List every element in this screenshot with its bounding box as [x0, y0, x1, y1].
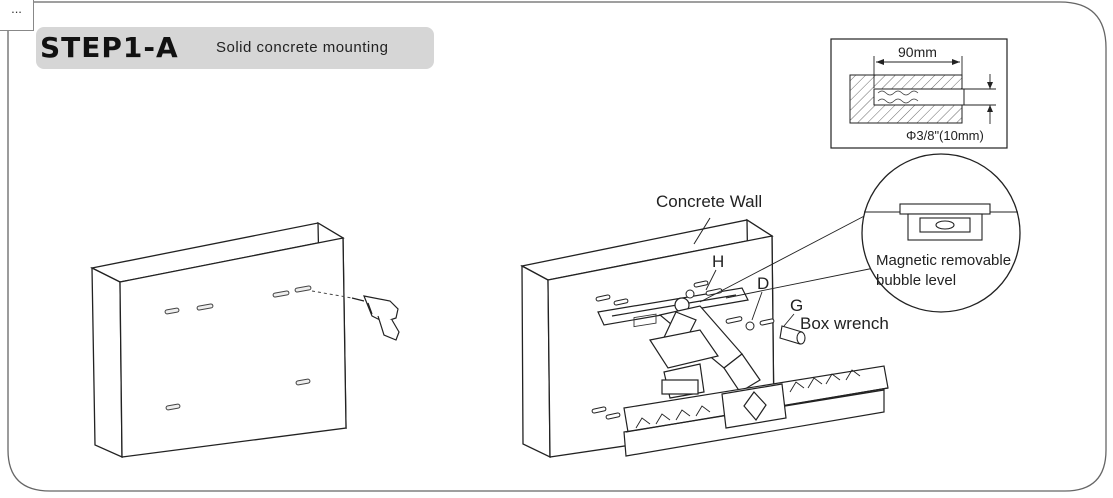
bubble-level-label-line1: Magnetic removable — [876, 252, 1012, 269]
bubble-level-icon — [899, 203, 991, 241]
concrete-wall-label: Concrete Wall — [656, 192, 763, 211]
step-banner — [36, 27, 434, 69]
drill-diameter-label: Φ3/8"(10mm) — [906, 128, 984, 143]
box-wrench-icon — [779, 325, 806, 345]
drill-icon — [351, 295, 400, 341]
articulating-arm — [649, 305, 761, 399]
part-h-label: H — [712, 252, 725, 271]
step-subtitle: Solid concrete mounting — [216, 39, 389, 56]
part-d-label: D — [757, 274, 770, 293]
wall-anchors — [591, 280, 775, 420]
center-bracket — [721, 383, 787, 429]
part-g-label: G — [790, 296, 804, 315]
drill-depth-label: 90mm — [898, 44, 937, 60]
more-options-button[interactable]: ... — [0, 0, 34, 31]
step-title: STEP1-A — [40, 31, 179, 64]
bubble-level-label-line2: bubble level — [876, 272, 957, 289]
box-wrench-label: Box wrench — [800, 314, 889, 333]
